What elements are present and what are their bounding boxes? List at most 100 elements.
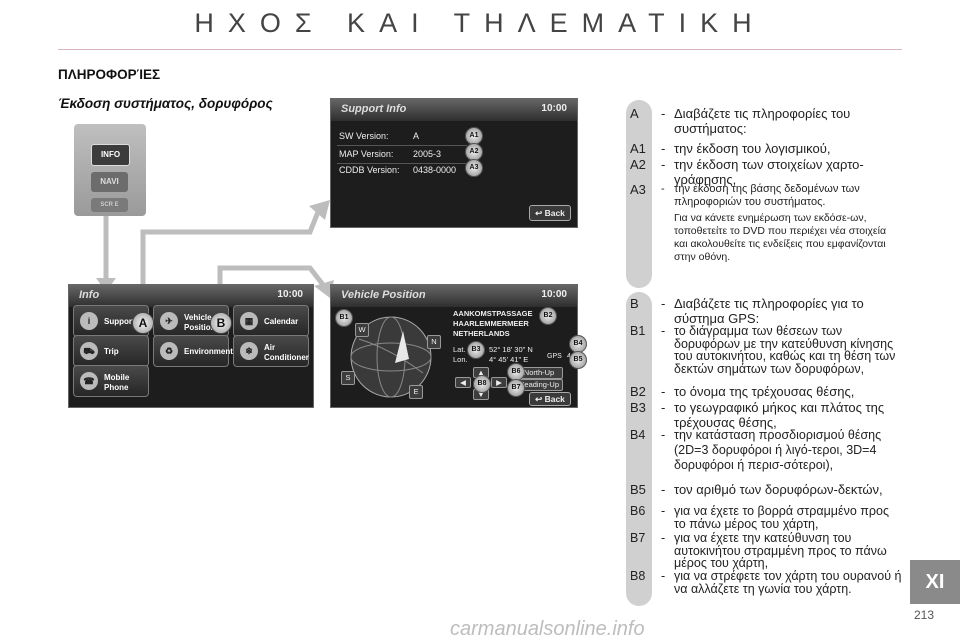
item-text: Διαβάζετε τις πληροφορίες για το σύστημα…: [674, 296, 864, 326]
item-key: B1: [630, 324, 646, 338]
compass-east: E: [409, 385, 423, 399]
item-text: την έκδοση της βάσης δεδομένων των πληρο…: [674, 183, 860, 208]
back-button[interactable]: ↩ Back: [529, 392, 571, 406]
calendar-icon: ▦: [240, 312, 258, 330]
arrow-head-vehicle: [314, 280, 334, 298]
item-text: για να έχετε το βορρά στραμμένο προς το …: [674, 504, 889, 531]
item-text: το διάγραμμα των θέσεων των δορυφόρων με…: [674, 324, 896, 376]
item-text: το όνομα της τρέχουσας θέσης,: [674, 384, 855, 399]
mobile-phone-tile[interactable]: ☎ Mobile Phone: [73, 365, 149, 397]
north-up-button[interactable]: North-Up: [515, 367, 563, 379]
trip-tile[interactable]: ⛟ Trip: [73, 335, 149, 367]
back-button[interactable]: ↩ Back: [529, 205, 571, 221]
row-divider: [337, 163, 467, 164]
air-conditioner-tile[interactable]: ❄ Air Conditioner: [233, 335, 309, 367]
heading-arrow-icon: [395, 331, 409, 363]
tile-label: Trip: [104, 347, 119, 356]
address-line: NETHERLANDS: [453, 329, 510, 338]
callout-b8: B8: [473, 375, 491, 393]
tile-label: Support: [104, 317, 135, 326]
item-text: Διαβάζετε τις πληροφορίες του συστήματος…: [674, 106, 851, 136]
tile-label: Vehicle Position: [184, 313, 216, 332]
info-menu-screen: Info 10:00 i Support ✈ Vehicle Position …: [68, 284, 314, 408]
back-label: Back: [544, 208, 565, 218]
row-divider: [337, 145, 467, 146]
sw-version-value: A: [413, 131, 420, 141]
gps-status: GPS: [547, 353, 562, 360]
screen-title-bar: Vehicle Position 10:00: [331, 285, 577, 307]
tile-label: Calendar: [264, 317, 299, 326]
compass-west: W: [355, 323, 369, 337]
section-heading: ΠΛΗΡΟΦΟΡΊΕΣ: [58, 67, 161, 82]
rotate-right-button[interactable]: ▶: [491, 377, 507, 388]
item-text: για να στρέφετε τον χάρτη του ουρανού ή …: [674, 569, 902, 596]
clock: 10:00: [277, 289, 303, 300]
screen-title: Support Info: [341, 103, 407, 115]
item-text: την έκδοση των στοιχείων χαρτο-γράφησης,: [674, 157, 864, 187]
group-b-bar: [626, 292, 652, 606]
update-note: Για να κάνετε ενημέρωση των εκδόσε-ων, τ…: [674, 212, 887, 263]
clock: 10:00: [541, 103, 567, 114]
longitude-label: Lon.: [453, 355, 468, 364]
arrow-right-icon: ▶: [496, 378, 502, 387]
leaf-icon: ♻: [160, 342, 178, 360]
back-arrow-icon: ↩: [535, 208, 545, 218]
phone-icon: ☎: [80, 372, 98, 390]
page-title: ΗΧΟΣ ΚΑΙ ΤΗΛΕΜΑΤΙΚΗ: [194, 8, 766, 38]
back-arrow-icon: ↩: [535, 394, 545, 404]
satellite-icon: ✈: [160, 312, 178, 330]
callout-b5: B5: [569, 351, 587, 369]
item-text: την έκδοση του λογισμικού,: [674, 141, 831, 156]
latitude-value: 52° 18' 30" N: [489, 345, 533, 354]
navi-hardware-button[interactable]: NAVI: [91, 172, 128, 192]
location-name: AANKOMSTPASSAGE HAARLEMMERMEER NETHERLAN…: [453, 309, 532, 339]
support-info-screen: Support Info 10:00 SW Version: A MAP Ver…: [330, 98, 578, 228]
item-key: B4: [630, 428, 646, 442]
item-key: A: [630, 106, 639, 121]
item-key: B8: [630, 569, 646, 583]
compass-north: N: [427, 335, 441, 349]
section-subheading: Έκδοση συστήματος, δορυφόρος: [58, 96, 273, 111]
info-hardware-button[interactable]: INFO: [91, 144, 130, 166]
sw-version-label: SW Version:: [339, 131, 389, 141]
address-line: AANKOMSTPASSAGE: [453, 309, 533, 318]
item-text: το γεωγραφικό μήκος και πλάτος της τρέχο…: [674, 400, 885, 430]
address-line: HAARLEMMERMEER: [453, 319, 529, 328]
clock: 10:00: [541, 289, 567, 300]
arrow-a-to-support: [140, 211, 321, 300]
item-key: A1: [630, 141, 646, 156]
calendar-tile[interactable]: ▦ Calendar: [233, 305, 309, 337]
item-key: B5: [630, 482, 646, 497]
callout-b3: B3: [467, 341, 485, 359]
callout-a3: A3: [465, 159, 483, 177]
group-a-bar: [626, 100, 652, 288]
chapter-tab: XI: [910, 560, 960, 604]
tile-label: Environment: [184, 347, 233, 356]
tile-label: Air Conditioner: [264, 343, 309, 362]
item-key: B: [630, 296, 639, 311]
page-number: 213: [914, 608, 935, 622]
callout-b: B: [210, 312, 232, 334]
cddb-version-value: 0438-0000: [413, 165, 457, 175]
arrow-up-icon: ▲: [477, 368, 485, 377]
screen-title-bar: Info 10:00: [69, 285, 313, 307]
item-text: την κατάσταση προσδιορισμού θέσης (2D=3 …: [674, 428, 882, 472]
car-icon: ⛟: [80, 342, 98, 360]
screen-hardware-button[interactable]: SCR E: [91, 198, 128, 212]
arrow-left-icon: ◀: [460, 378, 466, 387]
item-text: για να έχετε την κατεύθυνση του αυτοκινή…: [674, 531, 887, 571]
back-label: Back: [544, 394, 565, 404]
environment-tile[interactable]: ♻ Environment: [153, 335, 233, 367]
vehicle-position-screen: Vehicle Position 10:00 W N S E AANKOMSTP…: [330, 284, 587, 408]
item-key: B3: [630, 400, 646, 415]
fan-icon: ❄: [240, 342, 258, 360]
title-divider: [58, 49, 902, 50]
cddb-version-label: CDDB Version:: [339, 165, 400, 175]
item-key: A3: [630, 182, 646, 197]
screen-title: Info: [79, 289, 100, 301]
rotate-left-button[interactable]: ◀: [455, 377, 471, 388]
tile-label: Mobile Phone: [104, 373, 130, 392]
satellite-count: 4: [567, 353, 571, 360]
arrow-down-icon: ▼: [477, 390, 485, 399]
screen-title: Vehicle Position: [341, 289, 426, 301]
